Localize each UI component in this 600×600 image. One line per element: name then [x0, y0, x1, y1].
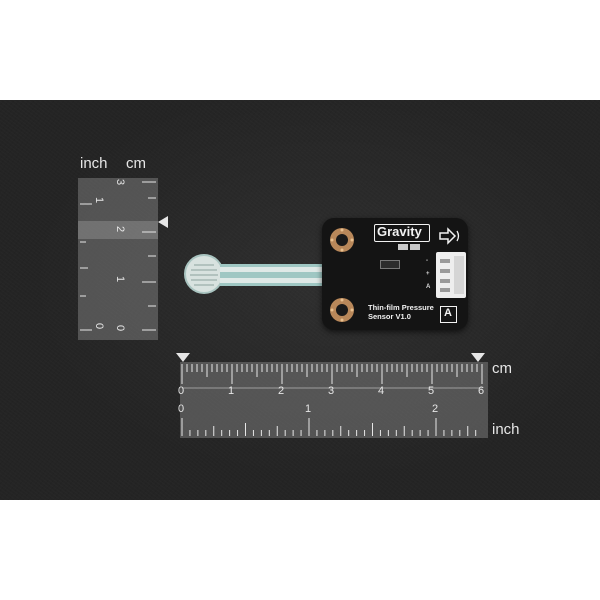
horizontal-ruler-ticks [181, 364, 483, 436]
board-name-line1: Thin-film Pressure [368, 303, 434, 312]
horizontal-ruler-marker-icon [471, 353, 485, 362]
smd-component [398, 244, 408, 250]
horizontal-ruler-inch-number: 1 [305, 403, 312, 415]
pin-label: - [426, 258, 428, 264]
vertical-ruler-marker-icon [158, 216, 168, 228]
vertical-ruler-cm-number: 0 [114, 324, 127, 332]
horizontal-ruler [180, 362, 488, 438]
board-name-line2: Sensor V1.0 [368, 312, 411, 321]
horizontal-ruler-cm-number: 4 [378, 385, 385, 397]
jst-connector [436, 252, 466, 298]
brand-label: Gravity [377, 224, 422, 239]
horizontal-ruler-inch-number: 0 [178, 403, 185, 415]
vertical-ruler-cm-number: 1 [114, 275, 127, 283]
mounting-hole-icon [330, 298, 354, 322]
horizontal-ruler-inch-label: inch [492, 421, 520, 438]
signal-arrow-icon [439, 227, 460, 245]
brand-label-box [374, 224, 430, 242]
horizontal-ruler-cm-number: 0 [178, 385, 185, 397]
horizontal-ruler-cm-number: 5 [428, 385, 435, 397]
product-photo: inch cm 1 0 3 2 1 0 [0, 100, 600, 500]
type-letter-box [440, 306, 457, 323]
vertical-ruler-inch-label: inch [80, 155, 108, 172]
horizontal-ruler-cm-number: 1 [228, 385, 235, 397]
vertical-ruler-cm-number: 2 [114, 225, 127, 233]
vertical-ruler-cm-number: 3 [114, 178, 127, 186]
pin-label: + [426, 271, 430, 277]
horizontal-ruler-cm-number: 2 [278, 385, 285, 397]
horizontal-ruler-cm-number: 6 [478, 385, 485, 397]
vertical-ruler-inch-number: 0 [93, 322, 106, 330]
vertical-ruler-ticks [80, 181, 156, 331]
pin-label: A [426, 284, 431, 290]
type-letter: A [444, 307, 452, 319]
mounting-hole-icon [330, 228, 354, 252]
horizontal-ruler-cm-number: 3 [328, 385, 335, 397]
vertical-ruler-cm-label: cm [126, 155, 146, 172]
smd-component [410, 244, 420, 250]
smd-component [380, 260, 400, 269]
vertical-ruler [78, 178, 158, 340]
horizontal-ruler-marker-icon [176, 353, 190, 362]
vertical-ruler-highlight [78, 221, 158, 239]
vertical-ruler-inch-number: 1 [93, 196, 106, 204]
horizontal-ruler-inch-number: 2 [432, 403, 439, 415]
horizontal-ruler-cm-label: cm [492, 360, 512, 377]
